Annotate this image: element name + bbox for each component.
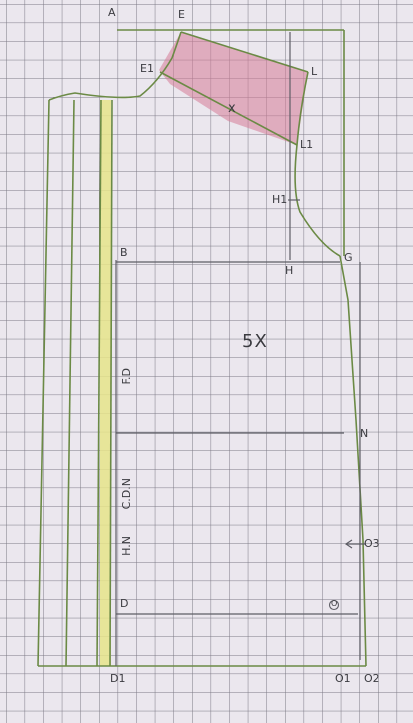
label-H: H	[285, 264, 294, 277]
label-H1: H1	[272, 193, 288, 206]
label-E1: E1	[140, 62, 154, 75]
label-L: L	[311, 65, 318, 78]
label-B: B	[120, 246, 128, 259]
label-O1: O1	[335, 672, 351, 685]
label-hip: H.N	[120, 536, 133, 556]
shoulder-shaded-area	[159, 32, 308, 145]
label-D1: D1	[110, 672, 126, 685]
label-center-front: C.D.N	[120, 478, 133, 510]
label-shoulder-mark: x	[228, 101, 236, 116]
label-E: E	[178, 8, 185, 21]
label-fold: F.D	[120, 368, 133, 385]
construction-lines	[115, 32, 365, 666]
label-O: O	[331, 599, 338, 608]
label-N: N	[360, 427, 369, 440]
point-O-circle	[328, 599, 340, 611]
label-O2: O2	[364, 672, 380, 685]
pattern-outline	[37, 29, 367, 667]
label-D: D	[120, 597, 129, 610]
size-label: 5X	[242, 331, 268, 352]
button-stand-stripe	[100, 100, 111, 666]
label-O3: O3	[364, 537, 380, 550]
label-A: A	[108, 6, 116, 19]
label-L1: L1	[300, 138, 314, 151]
label-G: G	[344, 251, 353, 264]
